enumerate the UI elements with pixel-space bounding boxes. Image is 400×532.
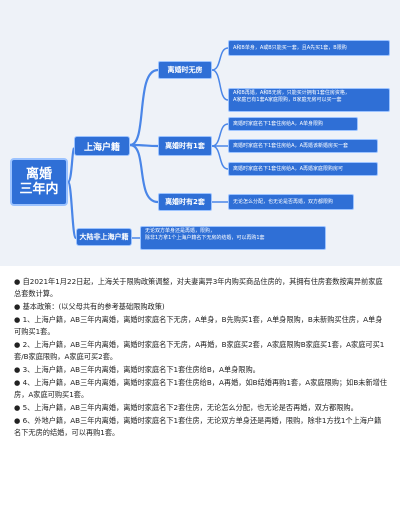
nonlocal-hukou-node: 大陆非上海户籍 [76,228,132,246]
two-house-node: 离婚时有2套 [158,193,212,211]
nonlocal-hukou-label: 大陆非上海户籍 [79,233,129,241]
policy-text: ● 自2021年1月22日起，上海关于限购政策调整，对夫妻离异3年内购买商品住房… [0,266,400,532]
leaf-text: 无论怎么分配，也无论是否再婚，双方都限购 [233,198,334,205]
leaf-text: 无论双方单身还是再婚，限购， [145,228,216,234]
policy-heading: ● 基本政策：(以父母共有的参考基础限购政策) [14,302,165,311]
root-label: 离婚 三年内 [19,167,59,197]
policy-item-4: ● 4、上海户籍，AB三年内离婚，离婚时家庭名下1套住房给B，A再婚，如B结婚再… [14,378,388,399]
intro-paragraph: ● 自2021年1月22日起，上海关于限购政策调整，对夫妻离异3年内购买商品住房… [14,277,383,298]
policy-item-5: ● 5、上海户籍，AB三年内离婚，离婚时家庭名下2套住房，无论怎么分配，也无论是… [14,403,358,412]
shanghai-hukou-node: 上海户籍 [74,136,130,156]
shanghai-hukou-label: 上海户籍 [83,142,120,153]
leaf-one-house-single: 离婚时家庭名下1套住房给A，A单身限购 [228,117,358,131]
leaf-one-house-remarried-new: 离婚时家庭名下1套住房给A，A再婚该新婚房买一套 [228,139,378,153]
leaf-text: 离婚时家庭名下1套住房给A，A单身限购 [233,120,324,127]
leaf-text: A和B单身，A或B只能买一套，且A先买1套，B限购 [233,44,347,51]
leaf-text: 离婚时家庭名下1套住房给A，A再婚该新婚房买一套 [233,142,349,149]
policy-item-3: ● 3、上海户籍，AB三年内离婚，离婚时家庭名下1套住房给B，A单身限购。 [14,365,260,374]
leaf-text: A和B再婚，A和B无房，只能买计拥有1套住房资格， [233,90,350,96]
leaf-no-house-single: A和B单身，A或B只能买一套，且A先买1套，B限购 [228,40,390,56]
leaf-nonlocal: 无论双方单身还是再婚，限购， 除非1方拿1个上海户籍名下无房的结婚，可以再购1套 [140,226,326,250]
connector-lines [66,47,229,240]
leaf-one-house-remarried-limit: 离婚时家庭名下1套住房给A，A再婚家庭限购房可 [228,162,378,176]
policy-item-1: ● 1、上海户籍，AB三年内离婚，离婚时家庭名下无房，A单身，B先购买1套，A单… [14,315,383,336]
one-house-node: 离婚时有1套 [158,136,212,156]
no-house-label: 离婚时无房 [167,66,203,74]
mind-map: 离婚 三年内 上海户籍 大陆非上海户籍 离婚时无房 离婚时有1套 离婚时有2套 … [0,0,400,266]
policy-item-6: ● 6、外地户籍，AB三年内离婚，离婚时家庭名下1套住房，无论双方单身还是再婚，… [14,416,382,437]
two-house-label: 离婚时有2套 [165,198,205,206]
leaf-text: A家庭已有1套A家庭限购，B家庭无房可以买一套 [233,97,342,103]
root-node: 离婚 三年内 [10,158,68,206]
leaf-no-house-remarried: A和B再婚，A和B无房，只能买计拥有1套住房资格， A家庭已有1套A家庭限购，B… [228,88,390,112]
policy-item-2: ● 2、上海户籍，AB三年内离婚，离婚时家庭名下无房，A再婚，B家庭买2套，A家… [14,340,385,361]
leaf-two-house: 无论怎么分配，也无论是否再婚，双方都限购 [228,194,354,210]
leaf-text: 除非1方拿1个上海户籍名下无房的结婚，可以再购1套 [145,235,265,241]
leaf-text: 离婚时家庭名下1套住房给A，A再婚家庭限购房可 [233,165,344,172]
no-house-node: 离婚时无房 [158,61,212,79]
one-house-label: 离婚时有1套 [165,142,205,150]
